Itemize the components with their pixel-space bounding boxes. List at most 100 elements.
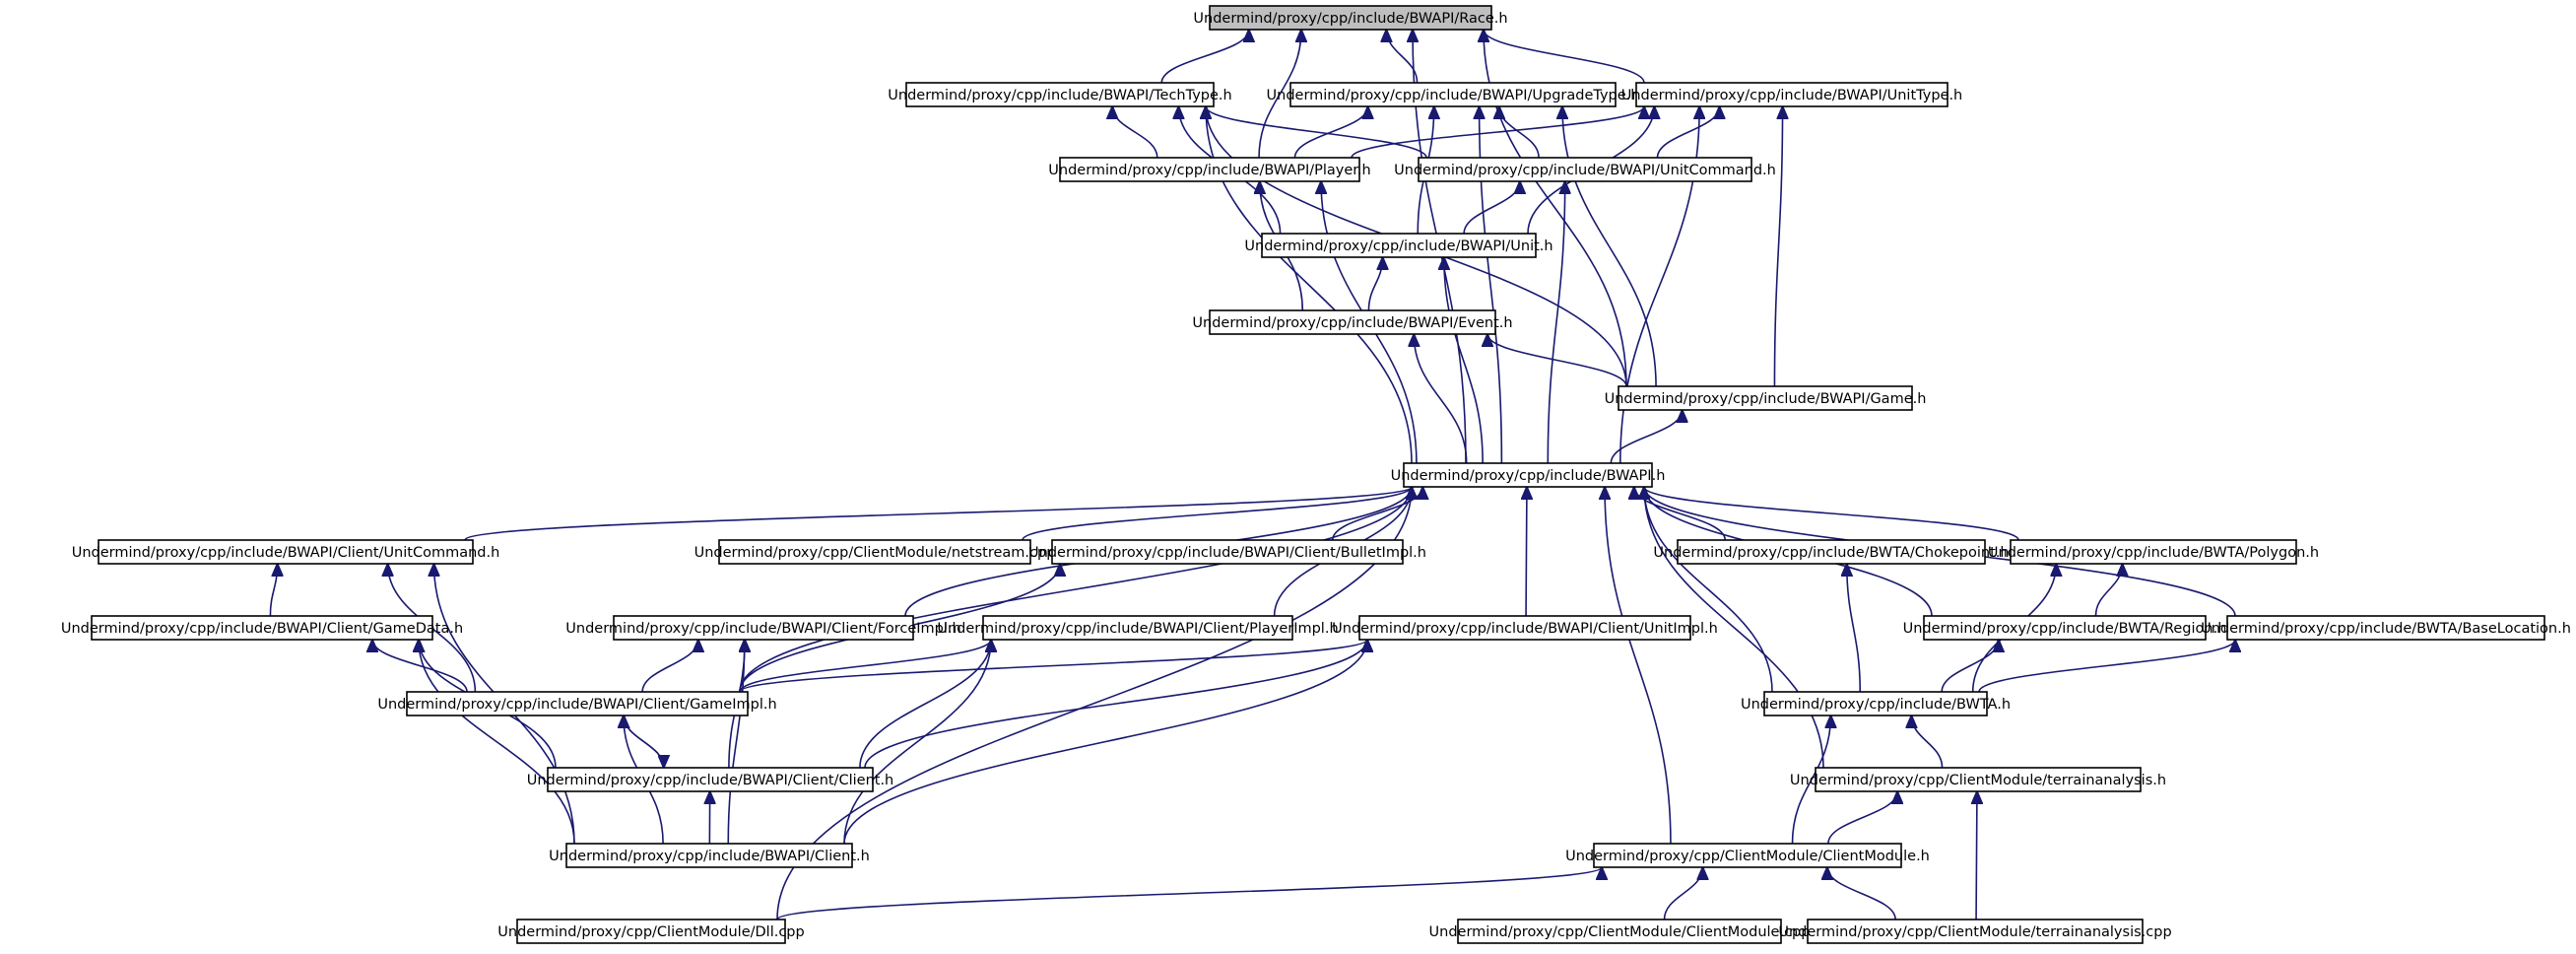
node-bulletimpl[interactable]: Undermind/proxy/cpp/include/BWAPI/Client…: [1028, 539, 1426, 565]
edge-arrow: [1386, 30, 1419, 84]
edge-arrow: [843, 640, 991, 845]
edge-arrow: [1773, 106, 1782, 387]
node-upgradetype[interactable]: Undermind/proxy/cpp/include/BWAPI/Upgrad…: [1267, 82, 1640, 107]
edge-polygon-to-bwapi: [1644, 487, 2019, 541]
edge-arrow: [1634, 487, 1726, 541]
edge-arrow: [1911, 716, 1944, 769]
edge-event-to-unit: [1367, 257, 1382, 311]
edge-player-to-race: [1258, 30, 1301, 159]
node-label: Undermind/proxy/cpp/ClientModule/ClientM…: [1429, 924, 1811, 940]
edge-c_client-to-unitimpl: [864, 640, 1367, 769]
node-terrainanalysis_h[interactable]: Undermind/proxy/cpp/ClientModule/terrain…: [1790, 767, 2166, 792]
node-clientmodule_cpp[interactable]: Undermind/proxy/cpp/ClientModule/ClientM…: [1429, 919, 1811, 944]
node-bwapi[interactable]: Undermind/proxy/cpp/include/BWAPI.h: [1391, 462, 1666, 488]
node-box: [1593, 843, 1902, 868]
node-baselocation[interactable]: Undermind/proxy/cpp/include/BWTA/BaseLoc…: [2201, 615, 2571, 641]
node-player[interactable]: Undermind/proxy/cpp/include/BWAPI/Player…: [1048, 157, 1371, 182]
edge-arrow: [1499, 106, 1540, 159]
node-unit[interactable]: Undermind/proxy/cpp/include/BWAPI/Unit.h: [1244, 233, 1553, 258]
node-label: Undermind/proxy/cpp/include/BWAPI/UnitCo…: [1394, 163, 1776, 178]
node-unitcommand[interactable]: Undermind/proxy/cpp/include/BWAPI/UnitCo…: [1394, 157, 1776, 182]
edge-arrow: [1526, 487, 1527, 617]
node-label: Undermind/proxy/cpp/include/BWTA/Polygon…: [1988, 545, 2319, 561]
node-box: [1403, 462, 1653, 488]
node-chokepoint[interactable]: Undermind/proxy/cpp/include/BWTA/Chokepo…: [1653, 539, 2010, 565]
edge-arrow: [1978, 640, 2235, 693]
edge-arrow: [864, 640, 1367, 769]
node-terrainanalysis_cpp[interactable]: Undermind/proxy/cpp/ClientModule/terrain…: [1778, 919, 2172, 944]
edge-arrow: [372, 640, 468, 693]
node-box: [1618, 385, 1913, 411]
edge-clientmodule_h-to-bwapi: [1605, 487, 1672, 845]
node-label: Undermind/proxy/cpp/ClientModule/ClientM…: [1565, 849, 1930, 864]
edge-arrow: [1351, 106, 1644, 159]
node-box: [982, 615, 1293, 641]
node-event[interactable]: Undermind/proxy/cpp/include/BWAPI/Event.…: [1192, 309, 1513, 335]
node-game[interactable]: Undermind/proxy/cpp/include/BWAPI/Game.h: [1605, 385, 1927, 411]
edge-arrow: [1463, 181, 1520, 235]
edge-arrow: [1484, 30, 1645, 84]
node-c_unitcommand[interactable]: Undermind/proxy/cpp/include/BWAPI/Client…: [72, 539, 500, 565]
node-box: [1807, 919, 2144, 944]
node-polygon[interactable]: Undermind/proxy/cpp/include/BWTA/Polygon…: [1988, 539, 2319, 565]
edge-arrow: [1663, 867, 1703, 920]
node-label: Undermind/proxy/cpp/include/BWAPI/Client…: [72, 545, 500, 561]
node-dll[interactable]: Undermind/proxy/cpp/ClientModule/Dll.cpp: [497, 919, 805, 944]
node-box: [516, 919, 786, 944]
node-techtype[interactable]: Undermind/proxy/cpp/include/BWAPI/TechTy…: [888, 82, 1232, 107]
node-unittype[interactable]: Undermind/proxy/cpp/include/BWAPI/UnitTy…: [1621, 82, 1963, 107]
edge-arrow: [2094, 564, 2123, 617]
edge-arrow: [1293, 106, 1367, 159]
edge-arrow: [1605, 487, 1672, 845]
edge-gameimpl-to-forceimpl: [641, 640, 698, 693]
node-box: [1677, 539, 1986, 565]
edge-gameimpl-to-gamedata: [372, 640, 468, 693]
edge-bwapi-to-unitcommand: [1547, 181, 1564, 464]
edge-arrow: [739, 640, 991, 693]
edge-unit-to-unitcommand: [1463, 181, 1520, 235]
node-label: Undermind/proxy/cpp/ClientModule/terrain…: [1778, 924, 2171, 940]
edge-terrainanalysis_h-to-bwapi: [1644, 487, 1824, 769]
edge-unitimpl-to-bwapi: [1526, 487, 1527, 617]
edge-player-to-upgradetype: [1293, 106, 1367, 159]
edge-arrow: [1487, 334, 1627, 387]
node-forceimpl[interactable]: Undermind/proxy/cpp/include/BWAPI/Client…: [565, 615, 961, 641]
node-race[interactable]: Undermind/proxy/cpp/include/BWAPI/Race.h: [1193, 5, 1508, 31]
edge-arrow: [1644, 487, 2019, 541]
node-label: Undermind/proxy/cpp/include/BWAPI/Player…: [1048, 163, 1370, 178]
node-c_client[interactable]: Undermind/proxy/cpp/include/BWAPI/Client…: [527, 767, 894, 792]
node-label: Undermind/proxy/cpp/include/BWAPI/Client…: [377, 697, 776, 713]
node-client_h[interactable]: Undermind/proxy/cpp/include/BWAPI/Client…: [549, 843, 870, 868]
node-label: Undermind/proxy/cpp/include/BWAPI/Client…: [549, 849, 870, 864]
edge-arrow: [1112, 106, 1158, 159]
node-unitimpl[interactable]: Undermind/proxy/cpp/include/BWAPI/Client…: [1332, 615, 1718, 641]
edge-clientmodule_h-to-terrainanalysis_h: [1827, 791, 1897, 845]
edge-terrainanalysis_h-to-bwta: [1911, 716, 1944, 769]
node-playerimpl[interactable]: Undermind/proxy/cpp/include/BWAPI/Client…: [937, 615, 1339, 641]
node-box: [905, 82, 1215, 107]
edge-arrow: [859, 640, 991, 769]
node-bwta[interactable]: Undermind/proxy/cpp/include/BWTA.h: [1741, 691, 2011, 716]
edge-client_h-to-gamedata: [419, 640, 575, 845]
edge-upgradetype-to-race: [1386, 30, 1419, 84]
edge-client_h-to-forceimpl: [727, 640, 745, 845]
node-netstream[interactable]: Undermind/proxy/cpp/ClientModule/netstre…: [694, 539, 1056, 565]
node-clientmodule_h[interactable]: Undermind/proxy/cpp/ClientModule/ClientM…: [1565, 843, 1930, 868]
node-box: [1418, 157, 1752, 182]
node-box: [1815, 767, 2142, 792]
node-box: [1763, 691, 1988, 716]
node-label: Undermind/proxy/cpp/include/BWTA/BaseLoc…: [2201, 621, 2571, 637]
node-box: [1059, 157, 1360, 182]
node-gamedata[interactable]: Undermind/proxy/cpp/include/BWAPI/Client…: [61, 615, 463, 641]
node-gameimpl[interactable]: Undermind/proxy/cpp/include/BWAPI/Client…: [377, 691, 777, 716]
node-label: Undermind/proxy/cpp/ClientModule/Dll.cpp: [497, 924, 804, 940]
edge-arrow: [1791, 716, 1831, 845]
edge-arrow: [739, 640, 1367, 693]
node-region[interactable]: Undermind/proxy/cpp/include/BWTA/Region.…: [1903, 615, 2227, 641]
node-label: Undermind/proxy/cpp/include/BWAPI.h: [1391, 468, 1666, 484]
edge-arrow: [1656, 106, 1720, 159]
node-box: [98, 539, 474, 565]
edge-client_h-to-unitimpl: [843, 640, 1367, 845]
edge-arrow: [843, 640, 1367, 845]
